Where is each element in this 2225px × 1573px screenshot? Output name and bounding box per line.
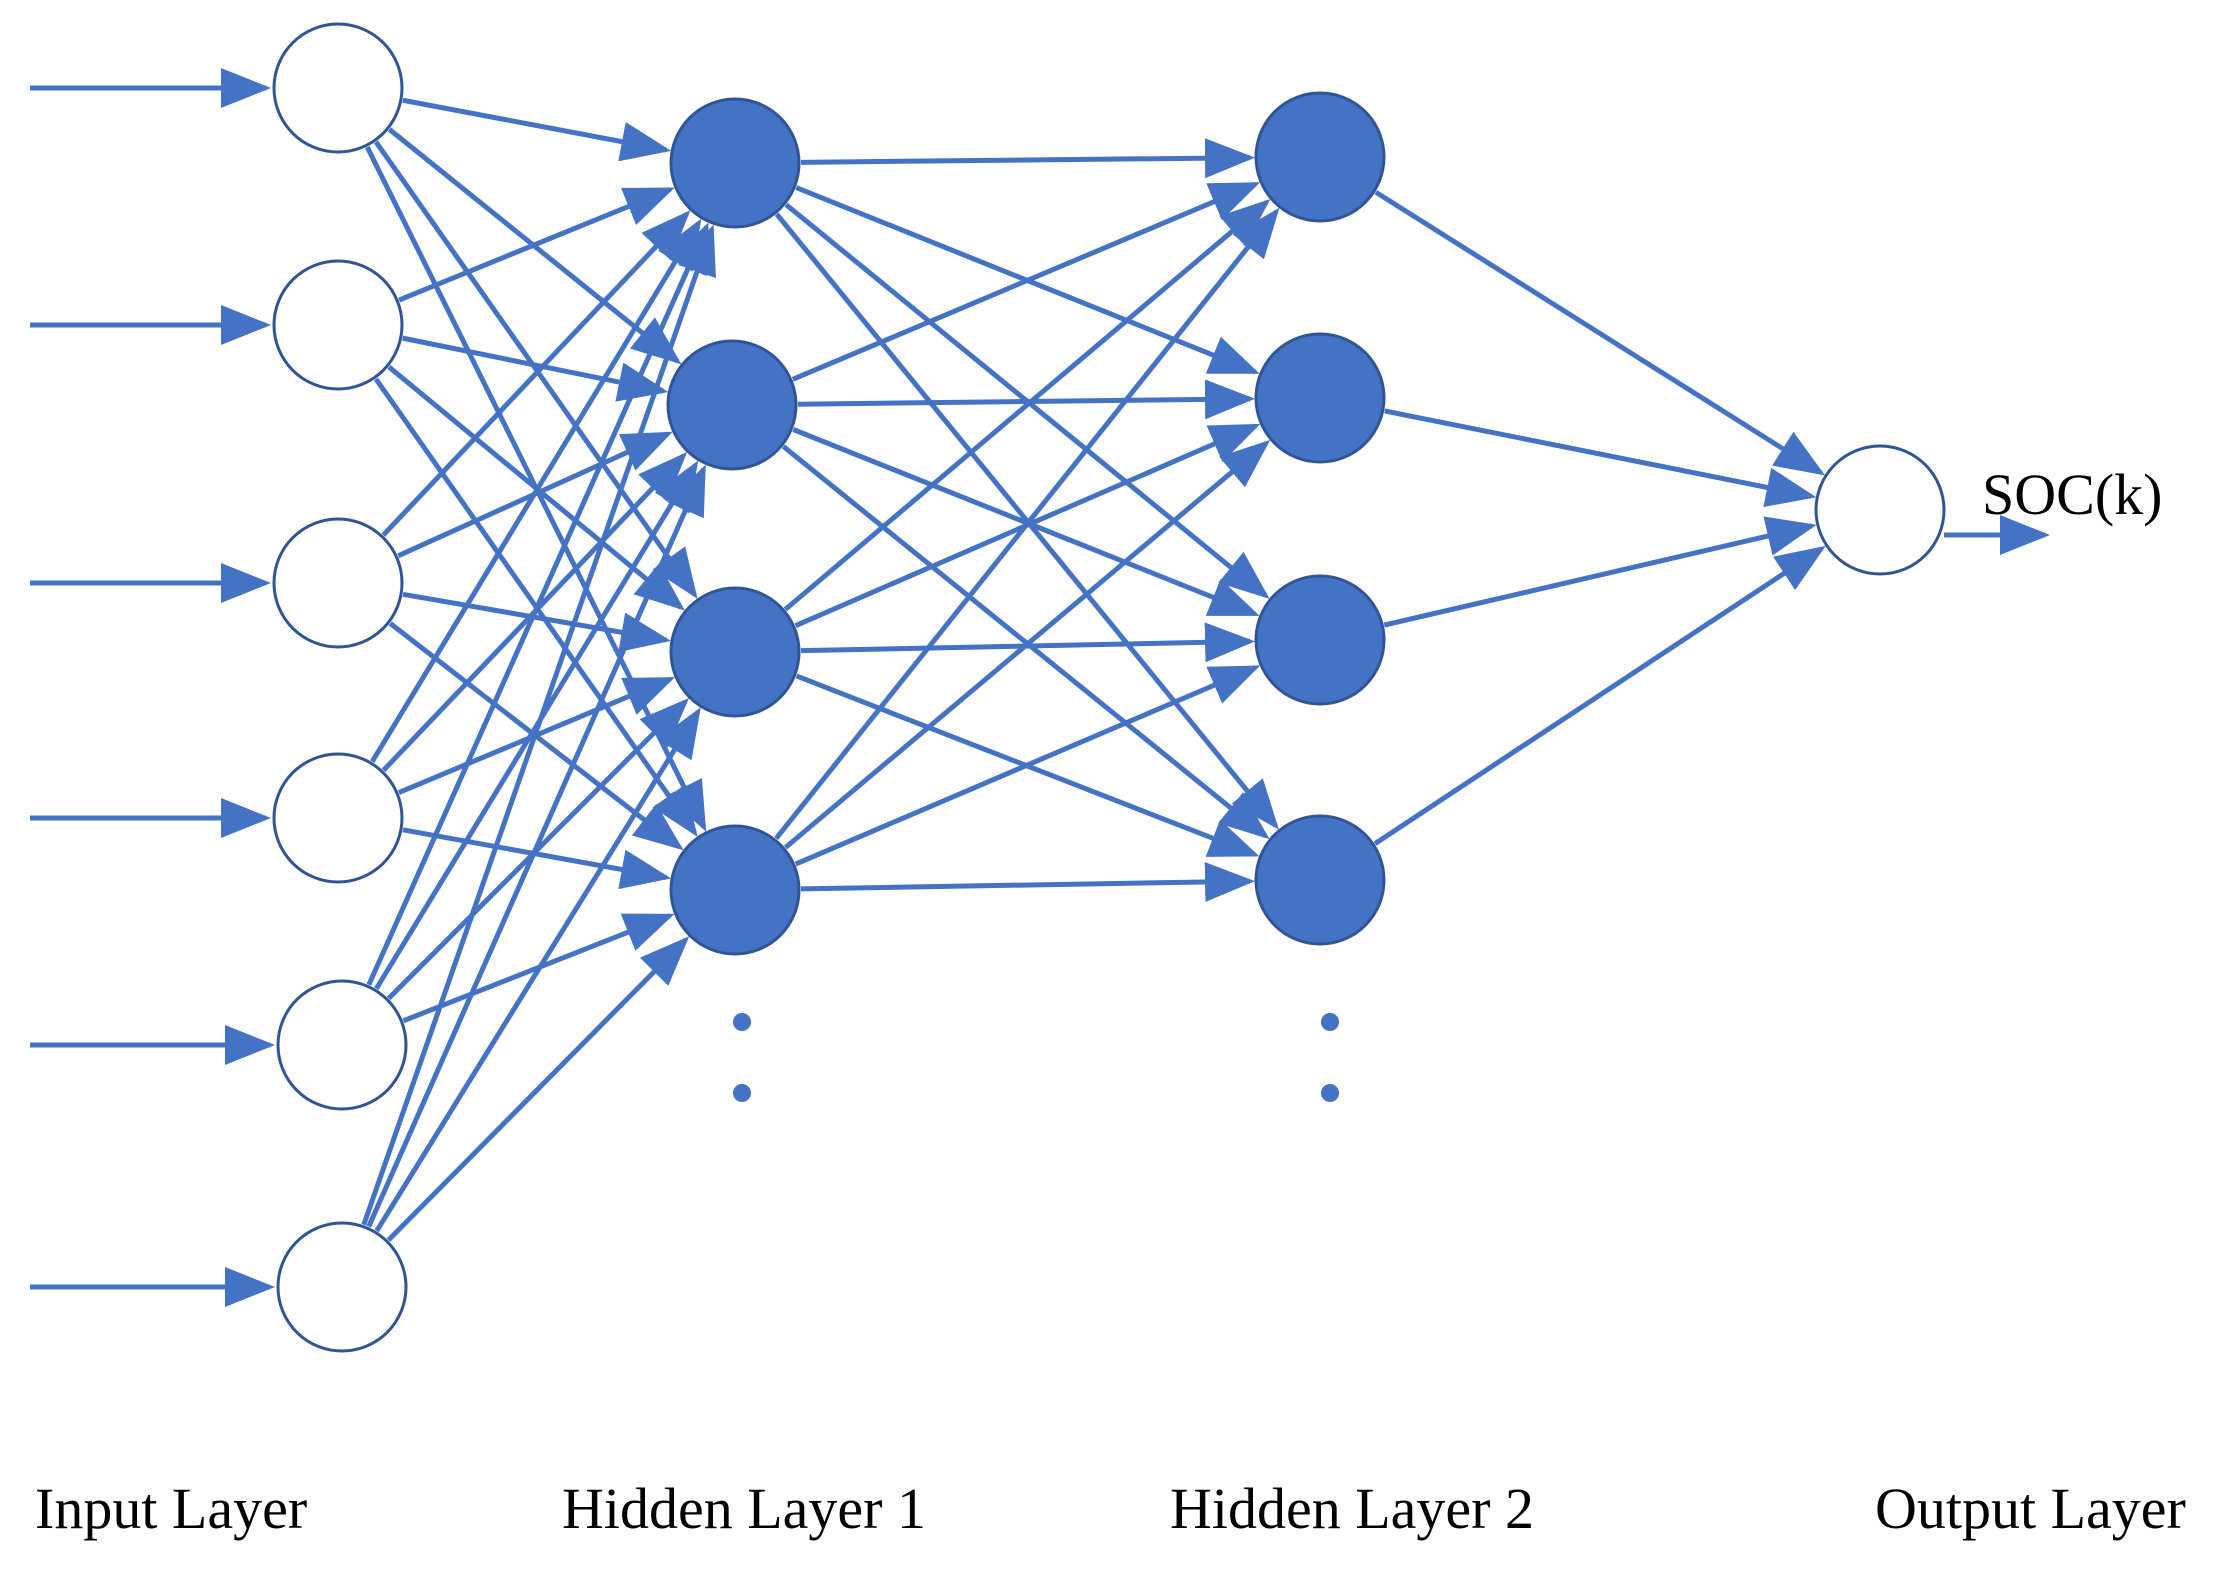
edge-input-2-to-hidden1-2 bbox=[402, 335, 669, 402]
edge-hidden1-1-to-hidden2-1 bbox=[800, 138, 1256, 179]
edge-input-2-to-hidden1-1 bbox=[398, 187, 675, 303]
edge-hidden2-3-to-output bbox=[1383, 516, 1817, 628]
output-signal-label: SOC(k) bbox=[1982, 462, 2162, 527]
hidden1-node-2 bbox=[666, 339, 798, 471]
edge-input-1-to-hidden1-3 bbox=[373, 140, 698, 599]
hidden1-node-1 bbox=[669, 97, 801, 229]
edge-hidden1-4-to-hidden2-3 bbox=[794, 665, 1261, 867]
hidden2-node-1 bbox=[1254, 91, 1386, 223]
edge-hidden1-2-to-hidden2-1 bbox=[791, 181, 1261, 382]
edge-hidden1-2-to-hidden2-3 bbox=[792, 427, 1260, 617]
edge-input-6-to-hidden1-4 bbox=[386, 936, 690, 1242]
edge-input-2-to-hidden1-3 bbox=[387, 365, 685, 611]
input-node-3 bbox=[272, 517, 404, 649]
edge-input-5-to-hidden1-1 bbox=[366, 222, 709, 986]
edge-input-6-to-hidden1-2 bbox=[366, 464, 706, 1228]
hidden1-node-4 bbox=[669, 824, 801, 956]
edge-input-4-to-hidden1-1 bbox=[370, 218, 702, 763]
edge-hidden1-4-to-hidden2-2 bbox=[783, 439, 1271, 850]
edge-input-3-to-hidden1-1 bbox=[381, 210, 691, 537]
input-node-1 bbox=[272, 22, 404, 154]
hidden2-node-3 bbox=[1254, 574, 1386, 706]
continuation-dots bbox=[733, 1013, 1339, 1102]
edge-hidden1-3-to-hidden2-1 bbox=[783, 198, 1271, 612]
edge-hidden1-4-to-hidden2-4 bbox=[800, 861, 1256, 902]
hidden-layer-2-label: Hidden Layer 2 bbox=[1170, 1476, 1534, 1541]
hidden2-continuation-dot-1 bbox=[1321, 1013, 1339, 1031]
edge-hidden2-4-to-output bbox=[1373, 545, 1826, 846]
hidden2-node-2 bbox=[1254, 332, 1386, 464]
input-layer-label: Input Layer bbox=[35, 1476, 307, 1541]
input-signal-arrows bbox=[30, 68, 2050, 1307]
edge-hidden2-1-to-output bbox=[1374, 190, 1826, 476]
edge-input-1-to-hidden1-1 bbox=[402, 97, 672, 162]
output-node-1 bbox=[1814, 444, 1946, 576]
hidden2-node-4 bbox=[1254, 814, 1386, 946]
hidden2-continuation-dot-2 bbox=[1321, 1084, 1339, 1102]
connection-edges bbox=[361, 97, 1826, 1242]
hidden-layer-1-label: Hidden Layer 1 bbox=[562, 1476, 926, 1541]
edge-hidden1-2-to-hidden2-4 bbox=[781, 444, 1270, 840]
edge-hidden1-4-to-hidden2-1 bbox=[774, 207, 1280, 840]
edge-input-6-to-hidden1-1 bbox=[361, 224, 716, 1226]
edge-input-6-to-hidden1-3 bbox=[374, 707, 701, 1233]
network-nodes bbox=[272, 22, 1946, 1353]
hidden1-node-3 bbox=[669, 586, 801, 718]
hidden1-continuation-dot-2 bbox=[733, 1084, 751, 1102]
hidden1-continuation-dot-1 bbox=[733, 1013, 751, 1031]
input-node-2 bbox=[272, 259, 404, 391]
edge-hidden1-2-to-hidden2-2 bbox=[797, 379, 1256, 420]
output-layer-label: Output Layer bbox=[1875, 1476, 2186, 1541]
input-node-6 bbox=[276, 1221, 408, 1353]
edge-hidden2-2-to-output bbox=[1384, 408, 1817, 508]
input-node-4 bbox=[272, 752, 404, 884]
input-node-5 bbox=[276, 979, 408, 1111]
